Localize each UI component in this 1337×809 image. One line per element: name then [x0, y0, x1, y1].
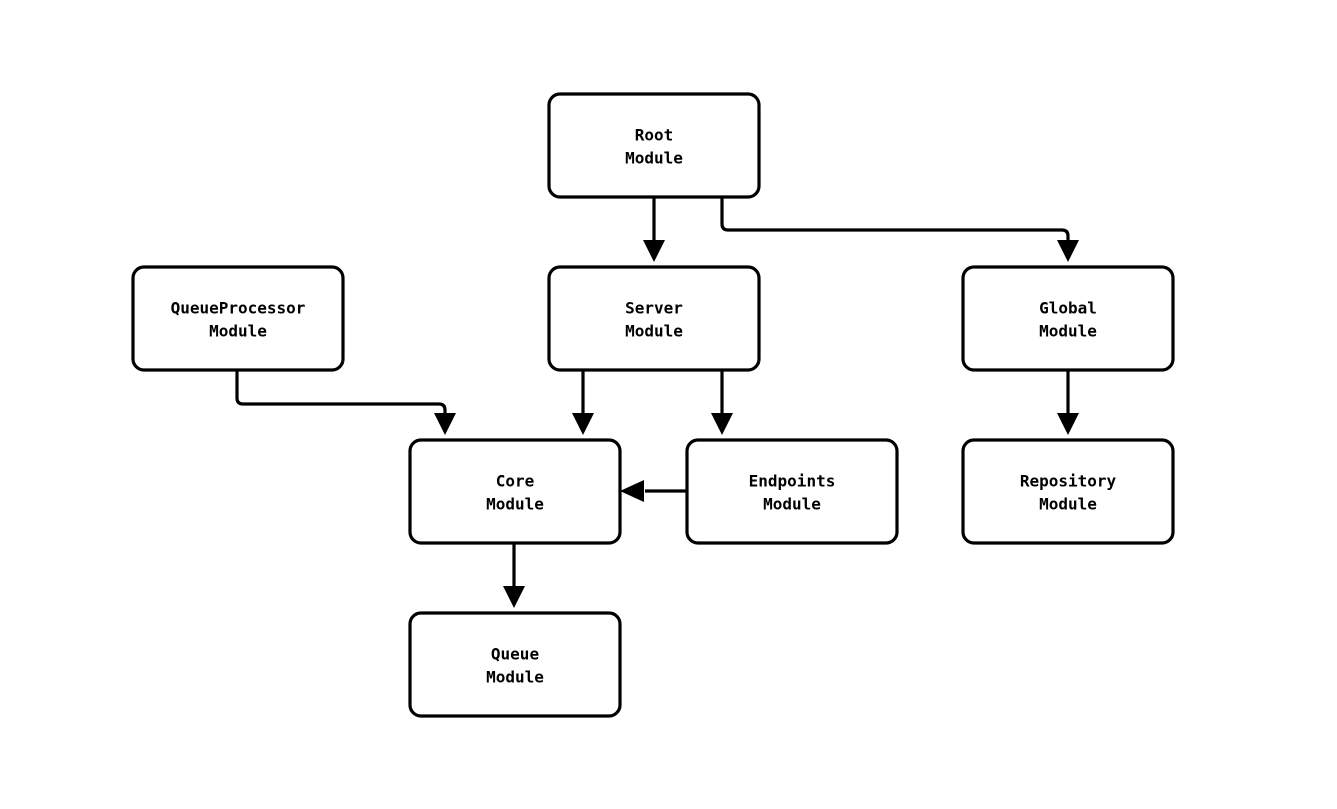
- edge-queueprocessor-to-core: [235, 370, 456, 435]
- node-queue-module-label-line2: Module: [486, 668, 544, 687]
- arrowhead-icon: [1057, 240, 1079, 262]
- arrowhead-icon: [434, 413, 456, 435]
- arrowhead-icon: [572, 413, 594, 435]
- arrowhead-icon: [1057, 413, 1079, 435]
- edge-root-to-global: [720, 197, 1079, 262]
- node-queue-module[interactable]: Queue Module: [408, 611, 622, 718]
- node-queueprocessor-module-box[interactable]: [131, 265, 345, 372]
- node-core-module-box[interactable]: [408, 438, 622, 545]
- node-endpoints-module-label-line1: Endpoints: [749, 472, 836, 491]
- nodes-layer: Root Module QueueProcessor Module Server…: [131, 92, 1175, 718]
- arrowhead-icon: [620, 480, 644, 502]
- node-core-module-label-line1: Core: [496, 472, 535, 491]
- node-server-module-label-line1: Server: [625, 299, 683, 318]
- node-queue-module-box[interactable]: [408, 611, 622, 718]
- node-endpoints-module[interactable]: Endpoints Module: [685, 438, 899, 545]
- node-endpoints-module-box[interactable]: [685, 438, 899, 545]
- node-root-module-box[interactable]: [547, 92, 761, 199]
- arrowhead-icon: [503, 586, 525, 608]
- arrowhead-icon: [711, 413, 733, 435]
- node-global-module-label-line2: Module: [1039, 322, 1097, 341]
- edge-root-to-server: [643, 197, 665, 262]
- node-core-module-label-line2: Module: [486, 495, 544, 514]
- node-repository-module-label-line1: Repository: [1020, 472, 1117, 491]
- node-endpoints-module-label-line2: Module: [763, 495, 821, 514]
- node-server-module-box[interactable]: [547, 265, 761, 372]
- edge-endpoints-to-core: [620, 480, 687, 502]
- node-global-module-label-line1: Global: [1039, 299, 1097, 318]
- edge-core-to-queue: [503, 543, 525, 608]
- edge-server-to-core: [572, 370, 594, 435]
- arrowhead-icon: [643, 240, 665, 262]
- node-repository-module-label-line2: Module: [1039, 495, 1097, 514]
- node-root-module-label-line1: Root: [635, 126, 674, 145]
- node-global-module-box[interactable]: [961, 265, 1175, 372]
- edge-server-to-endpoints: [711, 370, 733, 435]
- edges-layer: [235, 197, 1079, 608]
- node-server-module[interactable]: Server Module: [547, 265, 761, 372]
- node-queueprocessor-module[interactable]: QueueProcessor Module: [131, 265, 345, 372]
- node-queue-module-label-line1: Queue: [491, 645, 539, 664]
- node-root-module-label-line2: Module: [625, 149, 683, 168]
- node-server-module-label-line2: Module: [625, 322, 683, 341]
- node-core-module[interactable]: Core Module: [408, 438, 622, 545]
- node-global-module[interactable]: Global Module: [961, 265, 1175, 372]
- node-queueprocessor-module-label-line2: Module: [209, 322, 267, 341]
- node-queueprocessor-module-label-line1: QueueProcessor: [171, 299, 306, 318]
- node-root-module[interactable]: Root Module: [547, 92, 761, 199]
- edge-global-to-repository: [1057, 370, 1079, 435]
- node-repository-module[interactable]: Repository Module: [961, 438, 1175, 545]
- node-repository-module-box[interactable]: [961, 438, 1175, 545]
